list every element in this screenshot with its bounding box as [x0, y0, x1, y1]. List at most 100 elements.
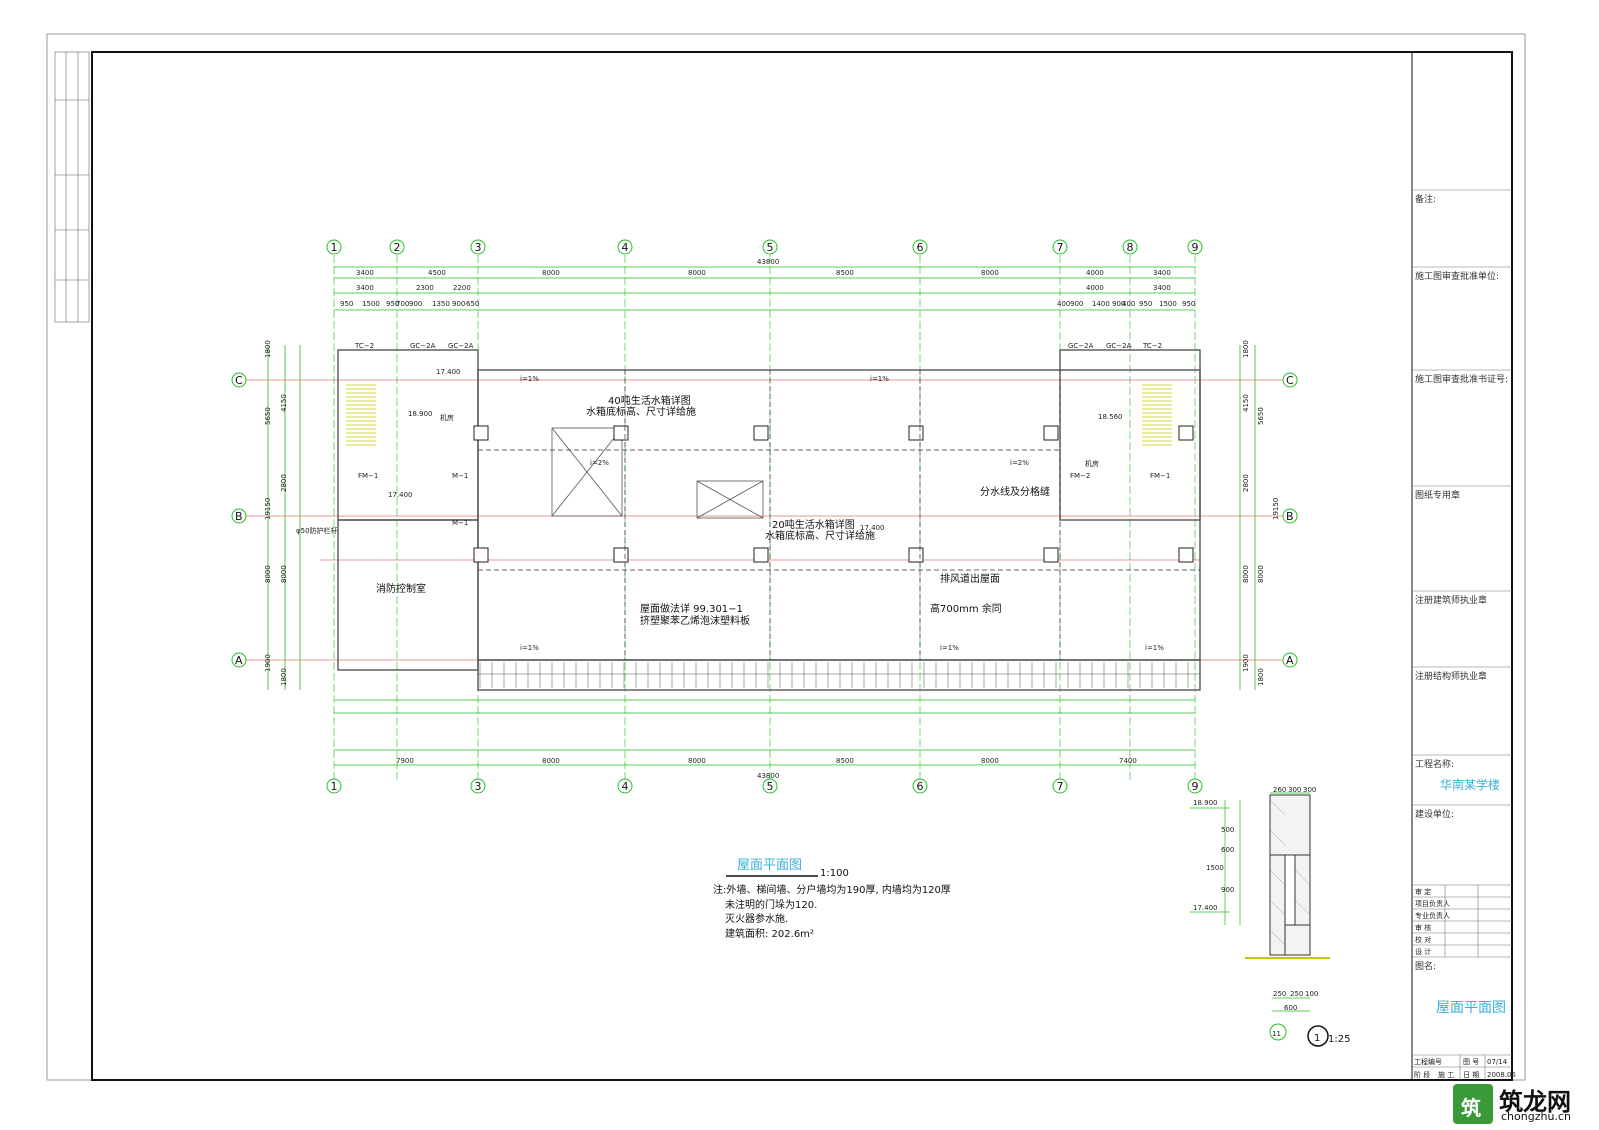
- axis-bubble: [912, 778, 928, 794]
- dim-text: 3400: [356, 284, 374, 292]
- project-name: 华南某学楼: [1440, 777, 1500, 792]
- dim-text: 8500: [836, 757, 854, 765]
- axis-bubble: [470, 778, 486, 794]
- column: [1178, 425, 1194, 441]
- dim-total-bottom: 43800: [757, 772, 779, 780]
- dim-text: 1500: [1159, 300, 1177, 308]
- column: [908, 425, 924, 441]
- sign-row-label: 审 定: [1415, 887, 1431, 896]
- axis-label: 9: [1192, 780, 1199, 793]
- column: [753, 547, 769, 563]
- dim-text: 8500: [836, 269, 854, 277]
- dim-text: 8000: [688, 269, 706, 277]
- detail-vdim-4: 900: [1221, 886, 1234, 894]
- dim-text: 1800: [280, 668, 288, 686]
- dim-text: 8000: [264, 565, 272, 583]
- dim-text: 2300: [416, 284, 434, 292]
- label-tc2-right: TC−2: [1142, 342, 1162, 350]
- dim-text: 5650: [264, 407, 272, 425]
- note-3: 灭火器参水施.: [725, 912, 788, 925]
- dim-text: 700: [396, 300, 409, 308]
- slope-label-3: i=1%: [1145, 644, 1164, 652]
- detail-elev-1: 18.900: [1193, 799, 1218, 807]
- axis-label: 5: [767, 241, 774, 254]
- parapet-detail: 18.900 17.400 260 300 300 250 250 100 60…: [1190, 786, 1350, 1047]
- axis-bubble: [762, 778, 778, 794]
- review-unit-label: 施工图审查批准单位:: [1415, 270, 1499, 282]
- axis-bubble: [326, 778, 342, 794]
- axis-label: 9: [1192, 241, 1199, 254]
- label-fm1-right: FM−1: [1150, 472, 1170, 480]
- slope-label-5: i=1%: [870, 375, 889, 383]
- detail-axis: 11: [1272, 1030, 1281, 1038]
- note-4: 建筑面积: 202.6m²: [725, 927, 814, 940]
- struct-seal-label: 注册结构师执业章: [1415, 670, 1487, 682]
- slope-label-4: i=1%: [520, 375, 539, 383]
- axis-bubble: [231, 652, 247, 668]
- detail-dim-3: 300: [1303, 786, 1316, 794]
- detail-dim-5: 250: [1290, 990, 1303, 998]
- dim-text: 2200: [453, 284, 471, 292]
- detail-dim-2: 300: [1288, 786, 1301, 794]
- detail-vdim-1: 500: [1221, 826, 1234, 834]
- label-machine-right: 机房: [1085, 459, 1099, 468]
- axis-label: 7: [1057, 241, 1064, 254]
- slope-label-2: i=1%: [940, 644, 959, 652]
- slope-label-1: i=1%: [520, 644, 539, 652]
- seal-label: 图纸专用章: [1415, 489, 1460, 501]
- axis-bubble: [1282, 652, 1298, 668]
- division-lines: [478, 370, 1200, 660]
- dim-text: 1800: [264, 340, 272, 358]
- axis-label: 6: [917, 780, 924, 793]
- dim-text: 950: [1139, 300, 1152, 308]
- dim-text: 1900: [1242, 654, 1250, 672]
- label-gc2a-1: GC−2A: [410, 342, 436, 350]
- axis-label: B: [235, 510, 243, 523]
- axis-label: C: [1286, 374, 1294, 387]
- label-gc2a-4: GC−2A: [1106, 342, 1132, 350]
- callout-drain: 分水线及分格缝: [980, 485, 1050, 498]
- label-m1-1: M−1: [452, 472, 468, 480]
- axis-label: 7: [1057, 780, 1064, 793]
- axis-bubble: [762, 239, 778, 255]
- detail-vdim-3: 1500: [1206, 864, 1224, 872]
- callout-water2b: 水箱底标高、尺寸详给施: [765, 529, 875, 542]
- dim-text: 900: [409, 300, 422, 308]
- dim-text: 4500: [428, 269, 446, 277]
- axis-bubble: [1187, 778, 1203, 794]
- detail-scale: 1:25: [1328, 1034, 1350, 1045]
- callout-vent: 排风道出屋面: [940, 572, 1000, 585]
- dimension-lines: [267, 266, 1256, 766]
- label-gc2a-3: GC−2A: [1068, 342, 1094, 350]
- title-block: 备注: 施工图审查批准单位: 施工图审查批准书证号: 图纸专用章 注册建筑师执业…: [1411, 51, 1516, 1081]
- review-cert-label: 施工图审查批准书证号:: [1415, 373, 1508, 385]
- axis-bubble: [389, 239, 405, 255]
- axis-label: 5: [767, 780, 774, 793]
- axis-bubble: [1122, 239, 1138, 255]
- dim-text: 8000: [688, 757, 706, 765]
- sheet-num: 07/14: [1487, 1058, 1508, 1066]
- dim-text: 4150: [280, 394, 288, 412]
- sign-row-label: 审 核: [1415, 923, 1431, 932]
- dim-text: 8000: [1242, 565, 1250, 583]
- column: [1178, 547, 1194, 563]
- remarks-label: 备注:: [1415, 193, 1436, 205]
- dim-text: 1500: [362, 300, 380, 308]
- client-label: 建设单位:: [1415, 808, 1454, 820]
- dim-text: 400: [1122, 300, 1135, 308]
- callout-water1: 40吨生活水箱详图: [608, 394, 691, 407]
- axis-label: 4: [622, 780, 629, 793]
- project-label: 工程名称:: [1415, 758, 1454, 770]
- dim-text: 2800: [280, 474, 288, 492]
- date-label: 日 期: [1463, 1071, 1479, 1079]
- label-machine-left: 机房: [440, 413, 454, 422]
- axis-label: 3: [475, 780, 482, 793]
- drawing-name-label: 图名:: [1415, 960, 1436, 972]
- dim-text: 1400: [1092, 300, 1110, 308]
- axis-label: 2: [394, 241, 401, 254]
- parapet-fence: [478, 662, 1200, 688]
